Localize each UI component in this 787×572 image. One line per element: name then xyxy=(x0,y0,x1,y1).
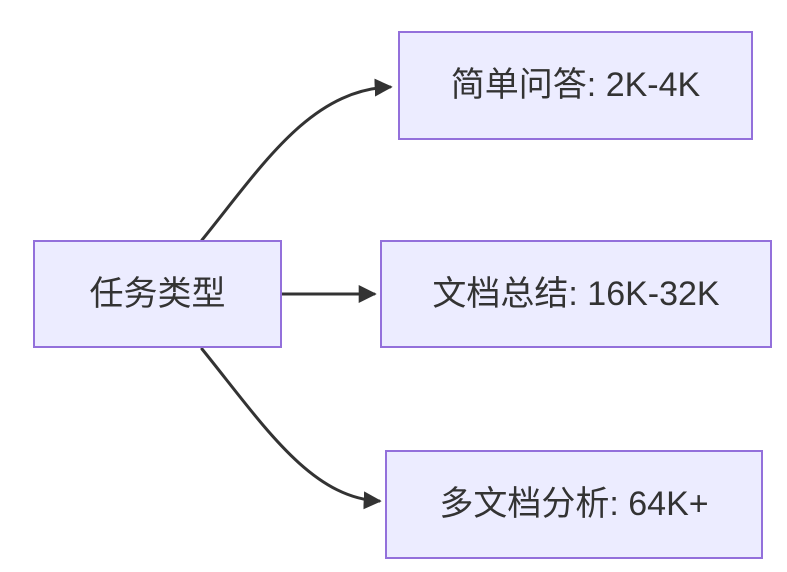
node-multi-doc-label: 多文档分析: 64K+ xyxy=(439,485,709,524)
edge-task-type-to-simple-qa xyxy=(200,78,393,242)
node-simple-qa: 简单问答: 2K-4K xyxy=(398,31,753,140)
node-simple-qa-label: 简单问答: 2K-4K xyxy=(450,66,701,105)
edge-task-type-to-multi-doc xyxy=(200,347,382,510)
node-doc-summary: 文档总结: 16K-32K xyxy=(380,240,772,348)
node-task-type: 任务类型 xyxy=(33,240,282,348)
node-task-type-label: 任务类型 xyxy=(89,274,226,313)
node-doc-summary-label: 文档总结: 16K-32K xyxy=(432,274,720,313)
node-multi-doc: 多文档分析: 64K+ xyxy=(385,450,763,559)
